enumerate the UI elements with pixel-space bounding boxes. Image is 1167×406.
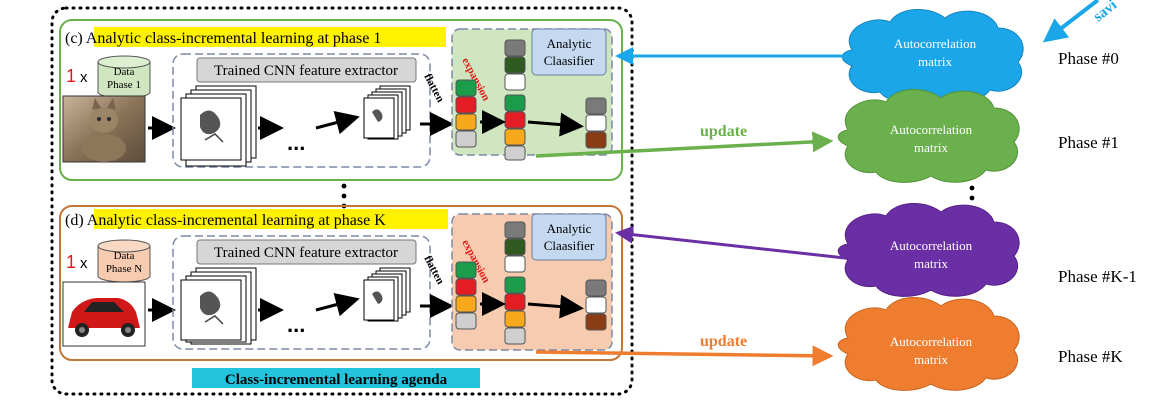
cloud-phase-k: Autocorrelation matrix — [837, 296, 1020, 391]
panel-1-data-cylinder: Data Phase 1 — [97, 55, 151, 99]
panel-1-classifier-box — [531, 28, 607, 76]
panel-1-expanded-vector — [504, 39, 526, 161]
svg-text:Autocorrelation: Autocorrelation — [890, 334, 973, 349]
phase-label-0: Phase #0 — [1058, 49, 1119, 68]
panel-1-flatten-label: flatten — [421, 72, 446, 105]
panel-2-feature-vector — [455, 261, 477, 330]
panel-2-flatten-label: flatten — [421, 254, 446, 287]
panel-1-extractor-frame — [172, 53, 431, 168]
panel-2-times: x — [80, 255, 88, 272]
agenda-label: Class-incremental learning agenda — [225, 372, 448, 388]
arrow-phasek-1-to-classifier — [615, 225, 846, 260]
panel-2-classifier-label-1: Analytic — [547, 221, 592, 236]
panel-1-extractor-label: Trained CNN feature extractor — [214, 63, 398, 79]
agenda-frame — [50, 6, 634, 396]
svg-text:matrix: matrix — [914, 140, 948, 155]
panel-2-output-vector — [585, 279, 607, 331]
agenda-highlight — [192, 368, 480, 388]
panel-1-output-vector — [585, 97, 607, 149]
panel-1-ellipsis: ... — [287, 130, 305, 155]
panel-2-title-highlight — [94, 209, 448, 229]
panel-1-title-highlight — [94, 27, 446, 47]
panel-1-classifier-label-1: Analytic — [547, 36, 592, 51]
panel-2-feature-stack-2 — [363, 267, 411, 322]
panel-2-feature-stack-1 — [180, 267, 257, 345]
phase-label-k-minus-1: Phase #K-1 — [1058, 267, 1137, 286]
panel-1-border — [59, 19, 623, 181]
panel-1-title: (c) Analytic class-incremental learning … — [65, 30, 381, 47]
cloud-phase-1: Autocorrelation matrix — [837, 88, 1020, 183]
arrow-update-phase1 — [535, 131, 834, 158]
panel-2-extractor-frame — [172, 235, 431, 350]
update-label-1: update — [700, 123, 747, 140]
panel-1-times: x — [80, 69, 88, 86]
svg-text:Autocorrelation: Autocorrelation — [890, 238, 973, 253]
panel-phase-1: (c) Analytic class-incremental learning … — [59, 19, 623, 181]
panel-2-classifier-label-2: Claasifier — [544, 238, 595, 253]
panel-2-extractor-label: Trained CNN feature extractor — [214, 245, 398, 261]
panel-2-extractor-label-box — [196, 239, 417, 265]
panel-1-feature-stack-2 — [363, 85, 411, 140]
arrow-update-phasek — [535, 345, 834, 367]
svg-text:matrix: matrix — [918, 54, 952, 69]
svg-text:Autocorrelation: Autocorrelation — [894, 36, 977, 51]
panel-2-ellipsis: ... — [287, 312, 305, 337]
svg-text:Data: Data — [114, 66, 135, 78]
panel-1-feature-stack-1 — [180, 85, 257, 167]
panel-1-feature-vector — [455, 79, 477, 148]
panel-1-extractor-label-box — [196, 57, 417, 83]
panel-2-title: (d) Analytic class-incremental learning … — [65, 212, 386, 229]
panel-separator-dots — [341, 183, 347, 209]
panel-2-input-image-car — [62, 281, 146, 347]
panel-1-multiplier: 1 — [66, 66, 76, 86]
svg-text:Phase 1: Phase 1 — [107, 79, 141, 91]
panel-1-classifier-label-2: Claasifier — [544, 53, 595, 68]
panel-2-multiplier: 1 — [66, 252, 76, 272]
top-saving-arrow — [1042, 0, 1100, 43]
cloud-phase-k-minus-1: Autocorrelation matrix — [837, 202, 1020, 297]
svg-text:Autocorrelation: Autocorrelation — [890, 122, 973, 137]
svg-text:Data: Data — [114, 250, 135, 262]
phase-label-k: Phase #K — [1058, 347, 1123, 366]
panel-phase-k: (d) Analytic class-incremental learning … — [59, 205, 623, 361]
panel-2-expanded-vector — [504, 221, 526, 345]
panel-2-data-cylinder: Data Phase N — [97, 239, 151, 283]
svg-text:matrix: matrix — [914, 352, 948, 367]
phase-label-1: Phase #1 — [1058, 133, 1119, 152]
panel-1-input-image-cat — [62, 95, 146, 163]
panel-2-border — [59, 205, 623, 361]
panel-2-classifier-box — [531, 213, 607, 261]
svg-text:Phase N: Phase N — [106, 263, 142, 275]
svg-text:matrix: matrix — [914, 256, 948, 271]
update-label-2: update — [700, 333, 747, 350]
cloud-phase-0: Autocorrelation matrix — [841, 8, 1024, 103]
